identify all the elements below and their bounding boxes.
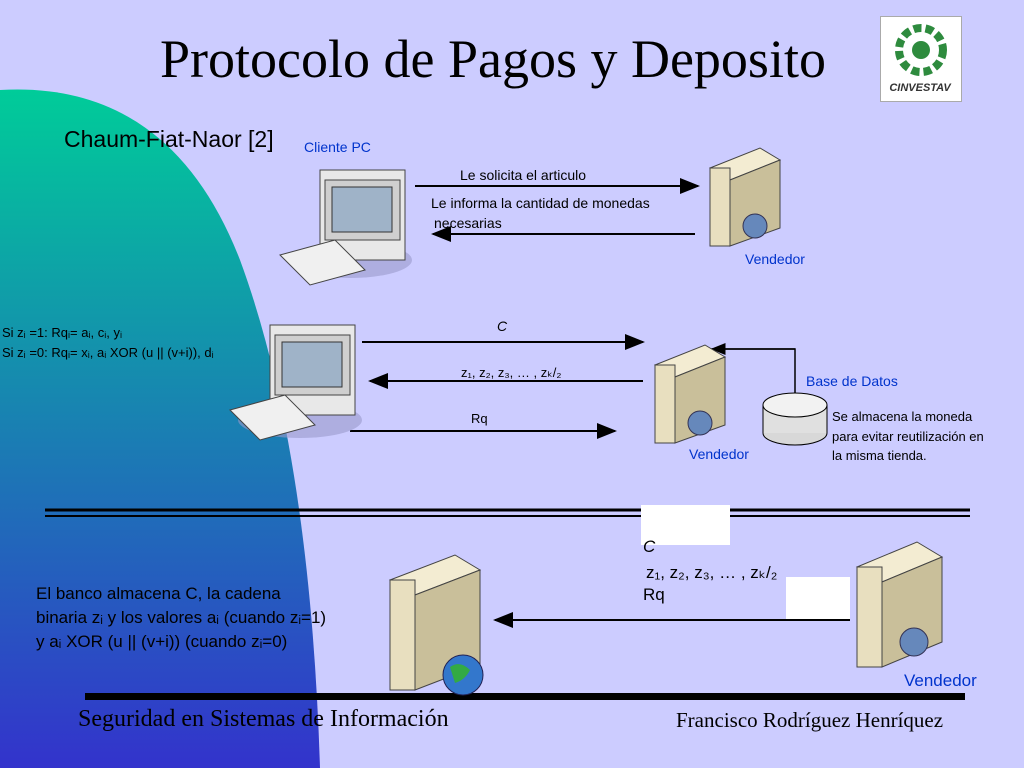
db-note-line2: para evitar reutilización en — [832, 429, 984, 444]
footer-author: Francisco Rodríguez Henríquez — [676, 708, 944, 732]
footer-bar — [85, 693, 965, 700]
msg-c: C — [643, 537, 656, 556]
db-note-line1: Se almacena la moneda — [832, 409, 973, 424]
server-icon — [388, 554, 484, 696]
database-icon — [762, 392, 828, 446]
cinvestav-logo — [880, 16, 962, 102]
msg-rq: Rq — [643, 585, 665, 604]
white-patch — [786, 577, 850, 619]
msg-request: Le solicita el articulo — [460, 167, 587, 183]
computer-icon — [279, 169, 412, 286]
db-label: Base de Datos — [806, 373, 898, 389]
msg-inform-line2: necesarias — [434, 215, 502, 231]
rule-z0: Si zᵢ =0: Rqᵢ= xᵢ, aᵢ XOR (u || (v+i)), … — [2, 345, 214, 360]
server-icon — [855, 541, 944, 668]
vendor-label: Vendedor — [745, 251, 805, 267]
msg-inform-line1: Le informa la cantidad de monedas — [431, 195, 650, 211]
vendor-label: Vendedor — [904, 671, 977, 690]
msg-z: z₁, z₂, z₃, … , zₖ/₂ — [646, 563, 778, 582]
bank-note-line2: binaria zᵢ y los valores aᵢ (cuando zᵢ=1… — [36, 608, 327, 627]
client-label: Cliente PC — [304, 139, 371, 155]
white-patch — [641, 505, 730, 545]
subtitle: Chaum-Fiat-Naor [2] — [64, 126, 274, 152]
msg-c: C — [497, 318, 508, 334]
background-gradient-shape — [0, 89, 320, 768]
bank-note-line3: y aᵢ XOR (u || (v+i)) (cuando zᵢ=0) — [36, 632, 288, 651]
rule-z1: Si zᵢ =1: Rqᵢ= aᵢ, cᵢ, yᵢ — [2, 325, 123, 340]
computer-icon — [229, 324, 362, 441]
page-title: Protocolo de Pagos y Deposito — [160, 29, 826, 89]
vendor-label: Vendedor — [689, 446, 749, 462]
msg-z: z₁, z₂, z₃, … , zₖ/₂ — [461, 365, 562, 380]
bank-note-line1: El banco almacena C, la cadena — [36, 584, 281, 603]
footer-course: Seguridad en Sistemas de Información — [78, 706, 449, 732]
logo-text: CINVESTAV — [889, 82, 951, 94]
msg-rq: Rq — [471, 411, 488, 426]
db-note-line3: la misma tienda. — [832, 448, 927, 463]
server-icon — [653, 344, 727, 444]
server-icon — [708, 147, 782, 247]
